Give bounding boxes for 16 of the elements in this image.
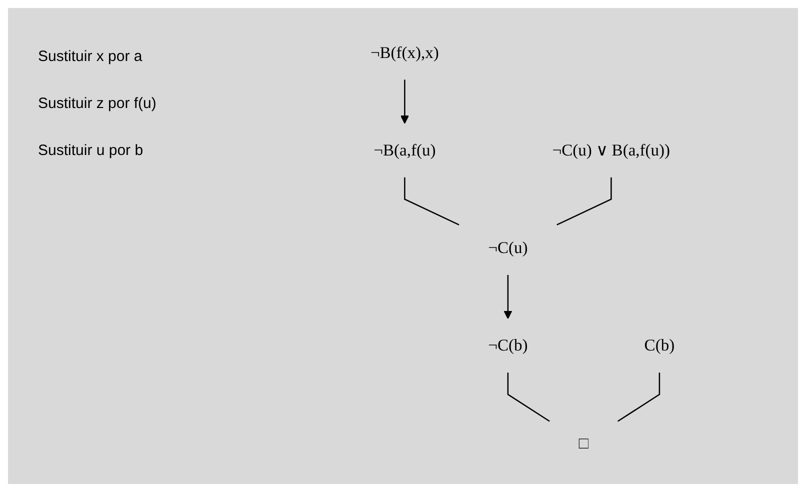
- node-text: ¬B(f(x),x): [370, 43, 440, 62]
- node-text: ¬C(b): [488, 336, 528, 355]
- node-text: ¬C(u): [488, 238, 528, 257]
- node-text: □: [579, 434, 590, 452]
- arrow: [504, 274, 513, 320]
- connector: [508, 372, 550, 422]
- arrow: [400, 80, 410, 124]
- node-text: ¬C(u) ∨ B(a,f(u)): [552, 140, 671, 160]
- substitution-note: Sustituir u por b: [38, 142, 144, 159]
- connector: [618, 372, 661, 422]
- connector: [404, 177, 460, 226]
- connector: [557, 177, 612, 226]
- substitution-note: Sustituir z por f(u): [38, 95, 158, 112]
- node-text: C(b): [644, 336, 676, 355]
- node-text: ¬B(a,f(u): [374, 140, 436, 160]
- substitution-note: Sustituir x por a: [38, 48, 144, 65]
